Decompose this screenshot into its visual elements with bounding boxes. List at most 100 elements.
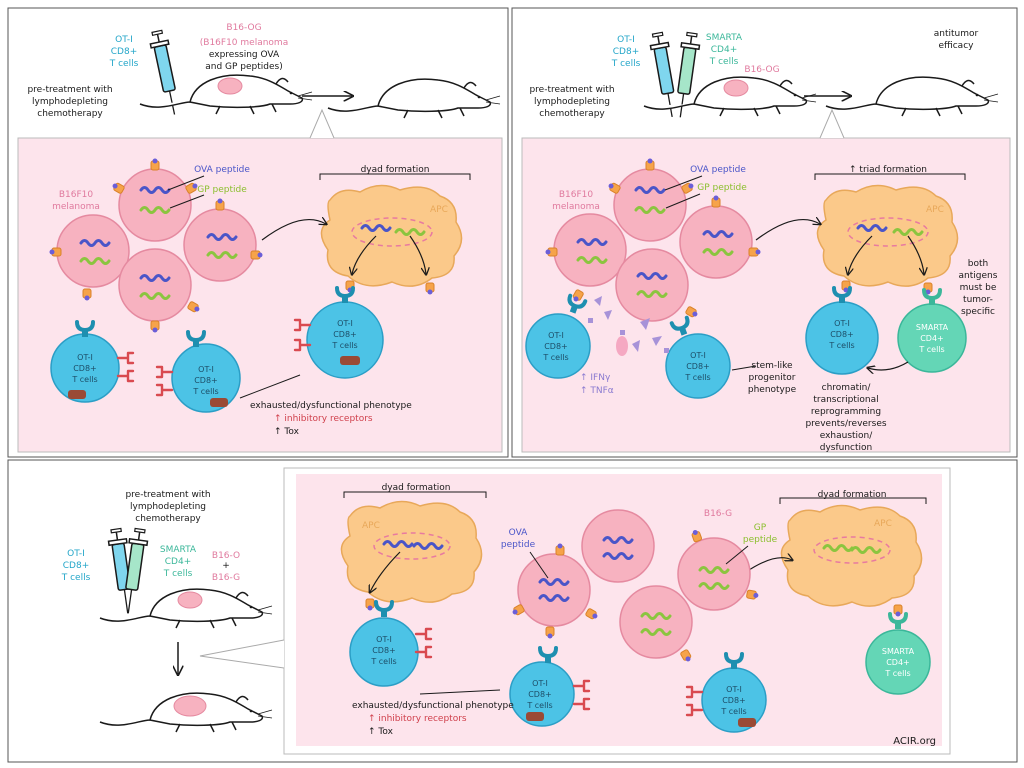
ot1-label: T cells [61, 573, 91, 583]
apc-label: APC [926, 205, 944, 215]
reprog-text: chromatin/ [822, 383, 872, 393]
stem-text: progenitor [749, 373, 796, 383]
tcell-label: CD8+ [333, 330, 357, 339]
tcell-label: OT-I [834, 319, 850, 328]
smarta-label: SMARTA [160, 545, 197, 555]
tcell-label: CD8+ [686, 362, 710, 371]
smarta-cell: SMARTA CD4+ T cells [865, 612, 931, 695]
reprog-text: prevents/reverses [805, 419, 886, 429]
tcell-label: OT-I [532, 679, 548, 688]
tumor-desc: (B16F10 melanoma [200, 38, 288, 48]
leader-line [665, 193, 701, 209]
smarta-label: CD4+ [711, 45, 737, 55]
smarta-cell-label: T cells [884, 669, 910, 678]
tcell-label: CD8+ [544, 342, 568, 351]
ova-label: OVA peptide [690, 165, 746, 175]
apc-label: APC [430, 205, 448, 215]
smarta-label: SMARTA [706, 33, 743, 43]
cytokine-granules [588, 296, 669, 356]
tcell-label: T cells [526, 701, 552, 710]
pretreat-text: chemotherapy [37, 109, 103, 119]
tcell-label: T cells [71, 375, 97, 384]
phenotype-text: exhausted/dysfunctional phenotype [352, 701, 514, 711]
melanoma-label: melanoma [552, 202, 600, 212]
both-antigens-text: both [968, 259, 988, 269]
dyad-label: dyad formation [382, 483, 451, 493]
tcell-label: CD8+ [194, 376, 218, 385]
melanoma-label: melanoma [52, 202, 100, 212]
arrow [745, 558, 792, 573]
tcell-label: CD8+ [73, 364, 97, 373]
bracket [343, 491, 487, 498]
tcell-label: OT-I [198, 365, 214, 374]
bracket [814, 173, 966, 180]
panel-ot1-alone: OT-I CD8+ T cells B16-OG (B16F10 melanom… [7, 7, 509, 458]
arrow [848, 235, 873, 274]
tcell-engaged: OT-I CD8+ T cells [805, 286, 879, 375]
pretreat-text: lymphodepleting [130, 502, 206, 512]
smarta-label: T cells [163, 569, 193, 579]
both-antigens-text: must be [960, 283, 997, 293]
efficacy-text: efficacy [939, 41, 975, 51]
pretreat-text: pre-treatment with [529, 85, 614, 95]
ova-label: OVA [509, 528, 529, 538]
reprog-text: exhaustion/ [820, 431, 874, 441]
ot1-label: CD8+ [613, 47, 639, 57]
b16g-label: B16-G [704, 509, 732, 519]
both-antigens-text: tumor- [963, 295, 993, 305]
stem-text: phenotype [748, 385, 797, 395]
tcell-label: OT-I [337, 319, 353, 328]
stem-text: stem-like [751, 361, 793, 371]
smarta-cell-label: CD4+ [886, 658, 910, 667]
tcell-label: T cells [192, 387, 218, 396]
gp-label: peptide [743, 535, 778, 545]
cytokine-text: ↑ TNFα [580, 386, 614, 396]
arrow [409, 235, 426, 274]
tcell-label: T cells [542, 353, 568, 362]
smarta-cell-label: CD4+ [920, 334, 944, 343]
cytokine-text: ↑ IFNγ [580, 373, 611, 383]
tcell-engaged: OT-I CD8+ T cells [349, 600, 433, 687]
arrow [261, 220, 326, 241]
tox-text: ↑ Tox [274, 427, 300, 437]
arrow [868, 361, 909, 370]
tcell-label: CD8+ [722, 696, 746, 705]
mouse-outcome [99, 692, 273, 733]
tumor-o-label: B16-O [212, 551, 240, 561]
both-antigens-text: specific [961, 307, 995, 317]
tumor-title: B16-OG [744, 65, 779, 75]
leader-line [664, 175, 703, 191]
tumor-desc: expressing OVA [209, 50, 280, 60]
melanoma-label: B16F10 [59, 190, 94, 200]
tcell-free-2: OT-I CD8+ T cells [685, 652, 767, 733]
leader-line [239, 374, 301, 399]
apc-cell-left [340, 500, 483, 611]
tcell-label: OT-I [690, 351, 706, 360]
tcell-label: T cells [370, 657, 396, 666]
leader-line [731, 365, 757, 371]
efficacy-text: antitumor [934, 29, 979, 39]
dyad-label: dyad formation [818, 490, 887, 500]
inhib-text: ↑ inhibitory receptors [274, 414, 373, 424]
tcell-label: OT-I [77, 353, 93, 362]
arrow [352, 235, 377, 274]
credit-text: ACIR.org [893, 736, 936, 747]
tcell-cytotoxic-2: OT-I CD8+ T cells [665, 315, 731, 399]
smarta-label: CD4+ [165, 557, 191, 567]
leader-line [725, 545, 749, 565]
tcell-label: OT-I [726, 685, 742, 694]
mouse-with-tumor [139, 74, 313, 115]
gp-label: GP [754, 523, 767, 533]
arrow [907, 235, 924, 274]
tcell-label: CD8+ [528, 690, 552, 699]
tcell-cytotoxic-1: OT-I CD8+ T cells [525, 293, 591, 379]
reprog-text: transcriptional [813, 395, 878, 405]
tcell-label: CD8+ [830, 330, 854, 339]
ot1-label: T cells [611, 59, 641, 69]
mouse-with-tumor [99, 588, 273, 629]
pretreat-text: pre-treatment with [27, 85, 112, 95]
smarta-cell-label: T cells [918, 345, 944, 354]
panel-separate-tumors: pre-treatment with lymphodepleting chemo… [7, 459, 1018, 763]
ot1-label: CD8+ [111, 47, 137, 57]
